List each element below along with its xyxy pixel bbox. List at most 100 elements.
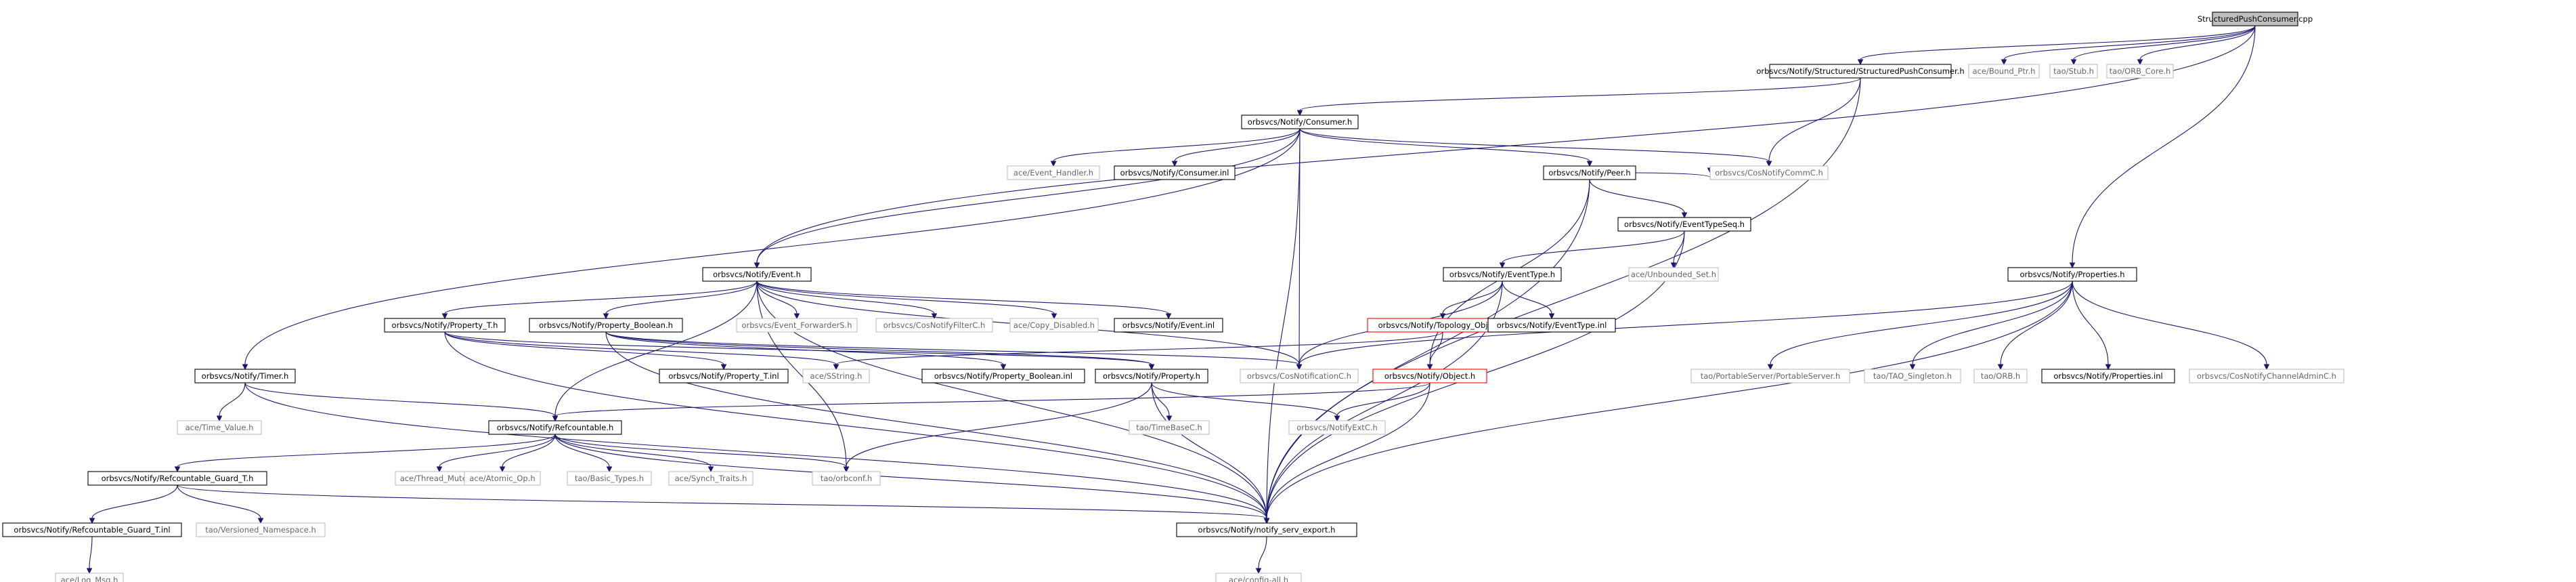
node-label: orbsvcs/Notify/Property_Boolean.inl bbox=[934, 371, 1072, 381]
node-box bbox=[1973, 369, 2028, 383]
node-cos-notify-channel-admin: orbsvcs/CosNotifyChannelAdminC.h bbox=[2189, 369, 2344, 383]
arrowhead-icon bbox=[1499, 262, 1506, 269]
edge-line bbox=[1151, 382, 1267, 519]
edge-properties_h-to-properties_inl bbox=[2072, 280, 2112, 371]
edge-property_boolean_h-to-property_h bbox=[605, 331, 1155, 371]
node-consumer-inl[interactable]: orbsvcs/Notify/Consumer.inl bbox=[1114, 165, 1236, 180]
node-box bbox=[1617, 217, 1751, 232]
node-box bbox=[87, 471, 267, 486]
edge-property_h-to-notify_ext bbox=[1151, 382, 1340, 422]
arrowhead-icon bbox=[1165, 313, 1172, 320]
node-box bbox=[1690, 369, 1850, 383]
edge-line bbox=[444, 331, 724, 365]
arrowhead-icon bbox=[2070, 59, 2077, 66]
edge-line bbox=[756, 128, 1301, 264]
node-refcountable-guard-t-inl[interactable]: orbsvcs/Notify/Refcountable_Guard_T.inl bbox=[2, 522, 182, 537]
arrowhead-icon bbox=[1166, 415, 1173, 422]
edge-root-to-structured_push_consumer_h bbox=[1857, 25, 2256, 66]
node-event-h[interactable]: orbsvcs/Notify/Event.h bbox=[702, 267, 812, 282]
edge-event_h-to-property_boolean_h bbox=[603, 280, 758, 320]
node-topology-object[interactable]: orbsvcs/Notify/Topology_Object.h bbox=[1367, 318, 1519, 333]
edge-root-to-event_h bbox=[754, 25, 2256, 269]
node-label: ace/SString.h bbox=[810, 371, 863, 381]
edge-consumer_h-to-event_handler bbox=[1050, 128, 1301, 167]
edge-event_h-to-copy_disabled bbox=[756, 280, 1057, 320]
node-time-value: ace/Time_Value.h bbox=[177, 420, 262, 435]
node-consumer-h[interactable]: orbsvcs/Notify/Consumer.h bbox=[1241, 115, 1359, 129]
edge-consumer_h-to-cos_notify_comm bbox=[1299, 128, 1772, 167]
node-box bbox=[55, 573, 124, 582]
node-property-t-inl[interactable]: orbsvcs/Notify/Property_T.inl bbox=[659, 369, 789, 383]
node-label: orbsvcs/Notify/Object.h bbox=[1384, 371, 1475, 381]
edge-peer_h-to-notify_serv_export bbox=[1263, 179, 1590, 524]
edge-line bbox=[756, 280, 1055, 314]
edge-event_h-to-property_t_h bbox=[441, 280, 758, 320]
node-event-type-seq[interactable]: orbsvcs/Notify/EventTypeSeq.h bbox=[1617, 217, 1751, 232]
node-refcountable-guard-t-h[interactable]: orbsvcs/Notify/Refcountable_Guard_T.h bbox=[87, 471, 267, 486]
edge-line bbox=[1266, 280, 1503, 519]
arrowhead-icon bbox=[833, 364, 839, 371]
edge-refcountable_h-to-thread_mutex bbox=[436, 434, 556, 473]
node-box bbox=[2, 522, 182, 537]
arrowhead-icon bbox=[216, 415, 223, 422]
edge-line bbox=[2000, 280, 2073, 365]
node-property-boolean-inl[interactable]: orbsvcs/Notify/Property_Boolean.inl bbox=[921, 369, 1085, 383]
node-object-h[interactable]: orbsvcs/Notify/Object.h bbox=[1372, 369, 1487, 383]
node-box bbox=[1009, 318, 1099, 333]
edge-line bbox=[756, 280, 1169, 314]
node-event-inl[interactable]: orbsvcs/Notify/Event.inl bbox=[1114, 318, 1223, 333]
edge-line bbox=[1768, 77, 1861, 162]
arrowhead-icon bbox=[1670, 262, 1677, 269]
node-box bbox=[488, 420, 622, 435]
edge-refcountable_h-to-atomic_op bbox=[499, 434, 556, 473]
edge-line bbox=[846, 382, 1152, 467]
arrowhead-icon bbox=[1050, 161, 1057, 167]
node-label: tao/orbconf.h bbox=[821, 474, 872, 483]
node-basic-types: tao/Basic_Types.h bbox=[567, 471, 652, 486]
node-notify-serv-export[interactable]: orbsvcs/Notify/notify_serv_export.h bbox=[1176, 522, 1357, 537]
edge-line bbox=[1299, 128, 1590, 162]
node-label: tao/PortableServer/PortableServer.h bbox=[1701, 371, 1840, 381]
node-refcountable-h[interactable]: orbsvcs/Notify/Refcountable.h bbox=[488, 420, 622, 435]
node-structured-push-consumer-h[interactable]: orbsvcs/Notify/Structured/StructuredPush… bbox=[1756, 64, 1965, 79]
edge-line bbox=[605, 331, 1267, 519]
node-event-type-h[interactable]: orbsvcs/Notify/EventType.h bbox=[1443, 267, 1562, 282]
node-portable-server: tao/PortableServer/PortableServer.h bbox=[1690, 369, 1850, 383]
node-peer-h[interactable]: orbsvcs/Notify/Peer.h bbox=[1543, 165, 1636, 180]
node-unbounded-set: ace/Unbounded_Set.h bbox=[1628, 267, 1719, 282]
node-event-type-inl[interactable]: orbsvcs/Notify/EventType.inl bbox=[1487, 318, 1616, 333]
node-property-t-h[interactable]: orbsvcs/Notify/Property_T.h bbox=[384, 318, 506, 333]
edge-refcountable_h-to-orbconf bbox=[554, 434, 850, 473]
node-label: ace/Bound_Ptr.h bbox=[1973, 66, 2036, 76]
node-box bbox=[194, 369, 296, 383]
node-properties-inl[interactable]: orbsvcs/Notify/Properties.inl bbox=[2041, 369, 2175, 383]
node-label: ace/config-all.h bbox=[1229, 575, 1288, 582]
edge-line bbox=[91, 484, 178, 519]
node-versioned-namespace: tao/Versioned_Namespace.h bbox=[196, 522, 326, 537]
node-cos-notify-filter: orbsvcs/CosNotifyFilterC.h bbox=[875, 318, 993, 333]
node-timer-h[interactable]: orbsvcs/Notify/Timer.h bbox=[194, 369, 296, 383]
edge-line bbox=[2072, 25, 2256, 264]
edge-structured_push_consumer_h-to-cos_notify_comm bbox=[1766, 77, 1861, 167]
edge-property_t_h-to-sstring bbox=[444, 331, 839, 371]
node-event-forwarder: orbsvcs/Event_ForwarderS.h bbox=[736, 318, 858, 333]
edge-line bbox=[444, 331, 837, 365]
node-properties-h[interactable]: orbsvcs/Notify/Properties.h bbox=[2007, 267, 2137, 282]
edge-line bbox=[1912, 280, 2073, 365]
edge-line bbox=[756, 25, 2256, 264]
edge-line bbox=[1151, 382, 1338, 417]
node-box bbox=[2049, 64, 2098, 79]
node-box bbox=[567, 471, 652, 486]
edge-root-to-bound_ptr bbox=[2001, 25, 2256, 66]
node-root[interactable]: StructuredPushConsumer.cpp bbox=[2198, 12, 2313, 26]
arrowhead-icon bbox=[843, 466, 850, 473]
node-box bbox=[1241, 115, 1359, 129]
arrowhead-icon bbox=[2001, 59, 2007, 66]
node-property-boolean-h[interactable]: orbsvcs/Notify/Property_Boolean.h bbox=[529, 318, 683, 333]
node-property-h[interactable]: orbsvcs/Notify/Property.h bbox=[1095, 369, 1208, 383]
arrowhead-icon bbox=[1334, 415, 1340, 422]
node-label: orbsvcs/Notify/Event.inl bbox=[1122, 320, 1215, 330]
edge-line bbox=[219, 382, 246, 417]
edge-refcountable_h-to-synch_traits bbox=[554, 434, 714, 473]
edge-timer_h-to-time_value bbox=[216, 382, 246, 422]
